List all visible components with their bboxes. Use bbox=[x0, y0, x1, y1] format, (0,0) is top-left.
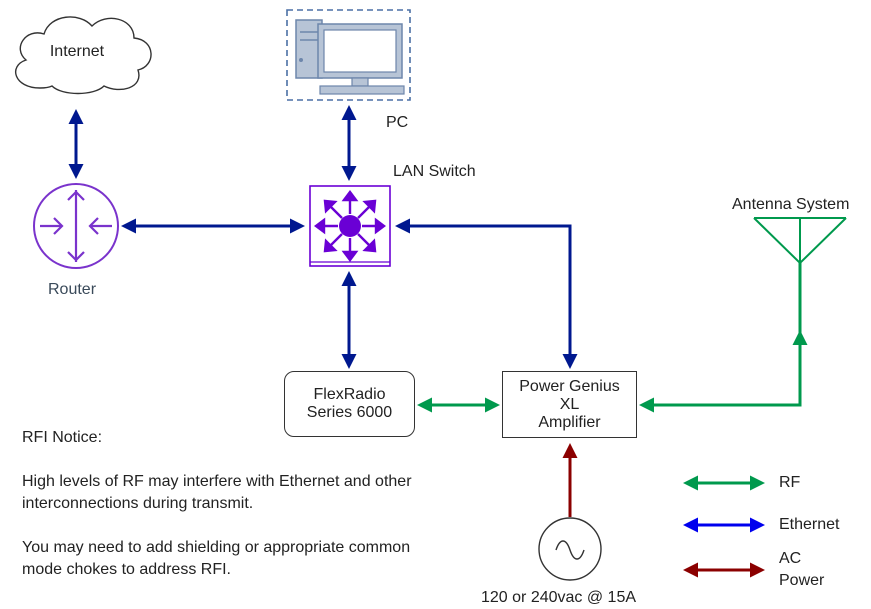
pc-label: PC bbox=[386, 114, 409, 131]
legend-ethernet-label: Ethernet bbox=[779, 516, 840, 533]
ac-source-icon bbox=[538, 517, 602, 581]
rfi-notice-title: RFI Notice: bbox=[22, 429, 103, 446]
rfi-notice: RFI Notice: High levels of RF may interf… bbox=[22, 427, 412, 581]
legend-ac-label-line1: AC bbox=[779, 550, 802, 567]
router-label: Router bbox=[48, 281, 97, 298]
rfi-notice-line3: You may need to add shielding or appropr… bbox=[22, 539, 411, 556]
legend-ac-label-line2: Power bbox=[779, 572, 825, 589]
link-switch-amplifier bbox=[395, 218, 578, 369]
power-source-label: 120 or 240vac @ 15A bbox=[481, 589, 637, 606]
internet-label: Internet bbox=[49, 43, 105, 60]
flexradio-label-line1: FlexRadio bbox=[313, 386, 386, 403]
rfi-notice-line1: High levels of RF may interfere with Eth… bbox=[22, 473, 412, 490]
amplifier-label-line3: Amplifier bbox=[538, 413, 601, 431]
desktop-computer-icon bbox=[286, 9, 411, 101]
rfi-notice-line4: mode chokes to address RFI. bbox=[22, 561, 231, 578]
amplifier-box: Power Genius XL Amplifier bbox=[502, 371, 637, 438]
network-switch-icon bbox=[309, 185, 391, 267]
antenna-icon bbox=[753, 217, 847, 265]
rfi-notice-line2: interconnections during transmit. bbox=[22, 495, 254, 512]
flexradio-box: FlexRadio Series 6000 bbox=[284, 371, 415, 437]
link-amplifier-antenna bbox=[639, 330, 808, 413]
amplifier-label-line1: Power Genius bbox=[519, 377, 620, 395]
legend-rf-label: RF bbox=[779, 474, 801, 491]
lan-switch-label: LAN Switch bbox=[393, 163, 476, 180]
antenna-label: Antenna System bbox=[732, 196, 850, 213]
flexradio-label-line2: Series 6000 bbox=[306, 404, 393, 421]
router-icon bbox=[33, 183, 119, 269]
cloud-icon bbox=[15, 16, 152, 95]
amplifier-label-line2: XL bbox=[559, 395, 580, 413]
